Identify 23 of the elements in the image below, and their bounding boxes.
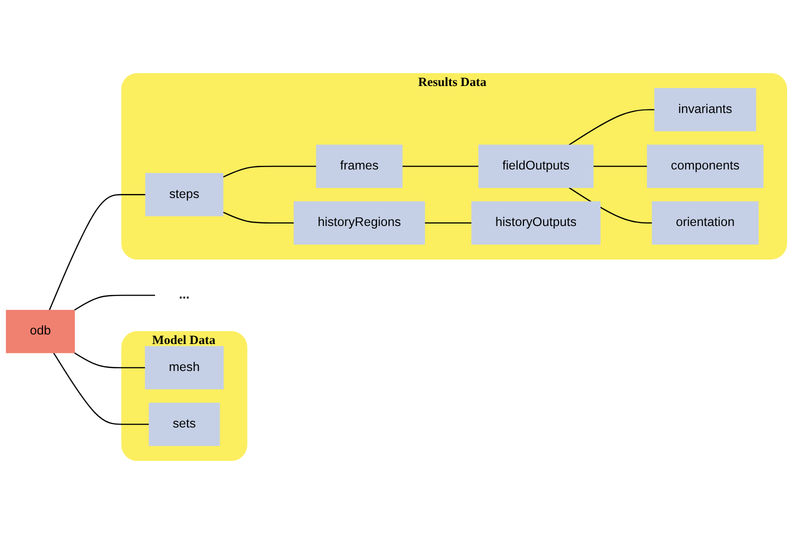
connector (74, 294, 156, 311)
connector (74, 352, 146, 368)
node-text: ... (179, 288, 190, 302)
connector (568, 109, 655, 146)
node-box: fieldOutputs (478, 144, 594, 188)
node-box: sets (148, 402, 220, 446)
connector (402, 166, 479, 167)
node-box: components (646, 144, 764, 188)
node-box: steps (145, 172, 224, 216)
node-box: frames (316, 144, 403, 188)
node-box: historyRegions (294, 201, 425, 245)
node-box: orientation (652, 201, 759, 245)
node-box: odb (6, 310, 75, 354)
connector (593, 166, 648, 167)
connector (48, 194, 146, 310)
connector (568, 187, 652, 224)
node-box: historyOutputs (471, 201, 601, 245)
connector (424, 222, 472, 224)
connector (222, 212, 294, 224)
node-box: mesh (144, 346, 224, 390)
node-box: invariants (654, 88, 756, 132)
connector (222, 166, 316, 178)
connector (53, 352, 150, 425)
